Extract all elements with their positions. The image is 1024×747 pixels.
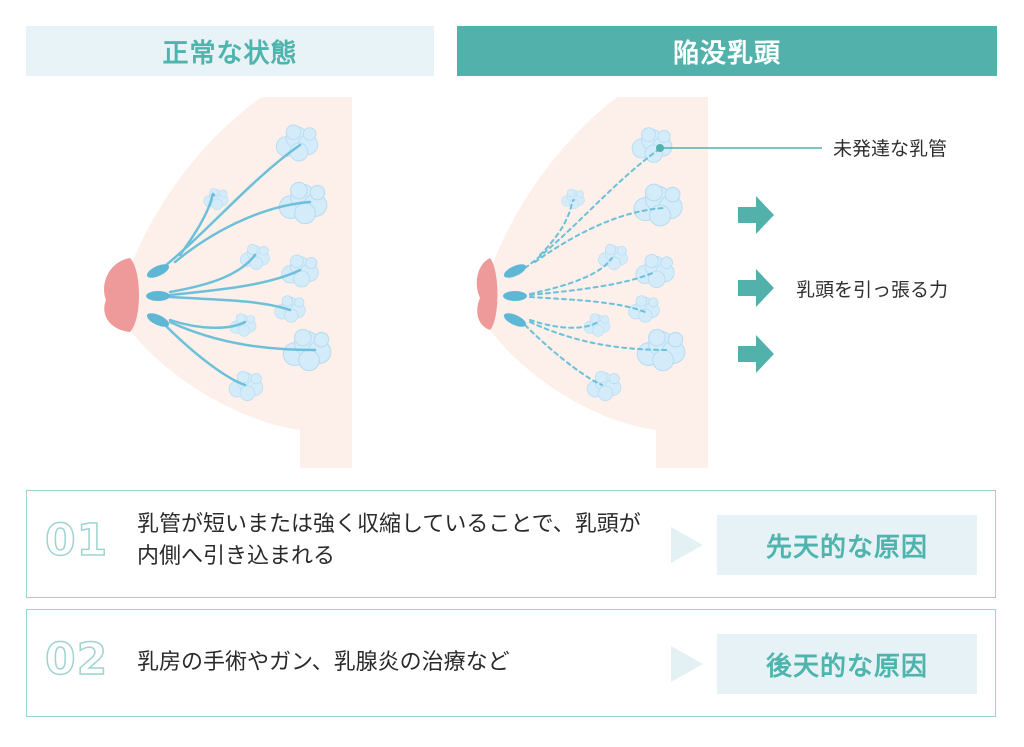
cause-description: 乳房の手術やガン、乳腺炎の治療など xyxy=(137,650,510,675)
cause-card-acquired: 02 乳房の手術やガン、乳腺炎の治療など 後天的な原因 xyxy=(26,609,996,717)
cause-card-congenital: 01 乳管が短いまたは強く収縮していることで、乳頭が内側へ引き込まれる 先天的な… xyxy=(26,490,996,598)
arrow-right-icon xyxy=(738,196,774,234)
header-inverted-nipple: 陥没乳頭 xyxy=(457,26,997,76)
arrow-right-icon xyxy=(738,335,774,373)
undeveloped-ducts-label: 未発達な乳管 xyxy=(833,138,948,160)
inverted-breast xyxy=(476,97,822,468)
normal-breast xyxy=(104,97,352,468)
cause-category: 後天的な原因 xyxy=(717,634,977,694)
ducts-normal xyxy=(158,143,317,387)
breast-diagram xyxy=(104,97,822,468)
pulling-force-label: 乳頭を引っ張る力 xyxy=(796,279,949,301)
nipple-normal xyxy=(104,258,139,332)
cause-number: 02 xyxy=(44,633,109,686)
cause-number: 01 xyxy=(44,514,109,567)
ducts-inverted xyxy=(524,149,671,386)
arrow-right-icon xyxy=(738,269,774,307)
triangle-arrow-icon xyxy=(671,527,703,563)
cause-description: 乳管が短いまたは強く収縮していることで、乳頭が内側へ引き込まれる xyxy=(137,512,641,569)
header-normal-state: 正常な状態 xyxy=(26,26,434,76)
pulling-arrows xyxy=(738,196,774,373)
nipple-inverted xyxy=(476,258,498,330)
triangle-arrow-icon xyxy=(671,646,703,682)
cause-category: 先天的な原因 xyxy=(717,515,977,575)
